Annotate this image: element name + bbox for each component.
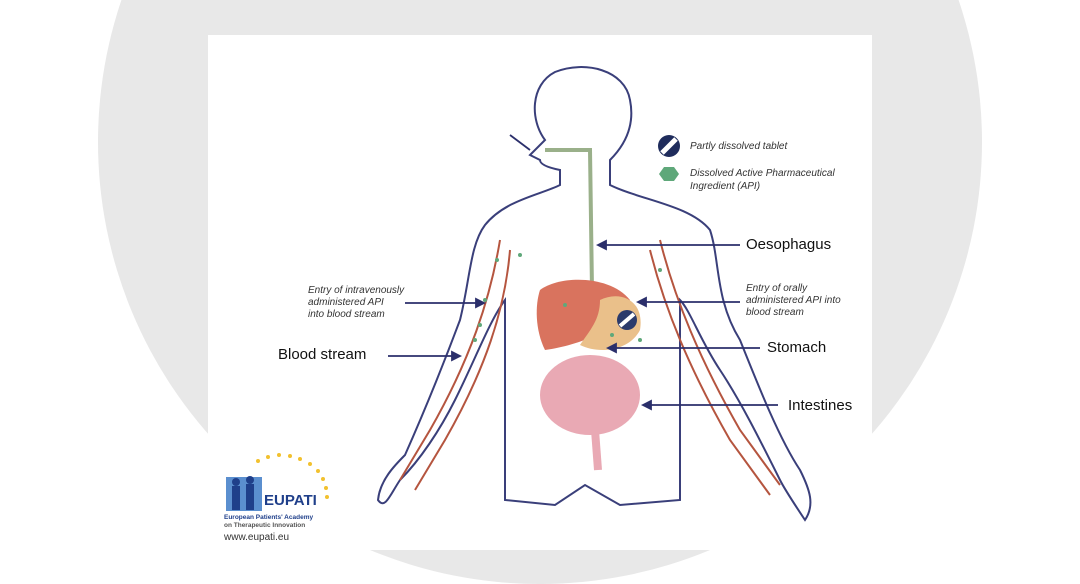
- label-oral-entry-line: administered API into: [746, 295, 841, 306]
- label-blood-stream: Blood stream: [278, 346, 367, 363]
- rectum: [591, 429, 602, 471]
- body-outline: [376, 66, 812, 522]
- label-intestines: Intestines: [788, 397, 853, 414]
- label-oral-entry: Entry of orally administered API into bl…: [746, 283, 841, 319]
- label-iv-entry-line: Entry of intravenously: [308, 285, 405, 296]
- liver: [536, 279, 630, 350]
- legend-api-label-1: Dissolved Active Pharmaceutical: [690, 168, 835, 179]
- label-oral-entry-line: Entry of orally: [746, 283, 808, 294]
- legend-tablet-label: Partly dissolved tablet: [690, 141, 788, 152]
- logo-name: EUPATI: [264, 492, 317, 509]
- label-iv-entry-line: into blood stream: [308, 309, 385, 320]
- api-legend-icon: [659, 167, 679, 181]
- intestines: [540, 355, 640, 435]
- stomach: [580, 296, 641, 350]
- tablet-legend-icon: [658, 135, 680, 157]
- legend-api-label-2: Ingredient (API): [690, 181, 761, 192]
- label-oesophagus: Oesophagus: [746, 236, 832, 253]
- tablet-icon: [617, 310, 637, 330]
- label-stomach: Stomach: [767, 339, 827, 356]
- logo-line-1: European Patients' Academy: [224, 514, 314, 521]
- label-iv-entry: Entry of intravenously administered API …: [308, 285, 404, 321]
- api-dots: [473, 253, 662, 342]
- pointer-arrows: [388, 134, 778, 411]
- logo-line-2: on Therapeutic Innovation: [224, 522, 306, 529]
- label-iv-entry-line: administered API: [308, 297, 384, 308]
- label-oral-entry-line: blood stream: [746, 307, 804, 318]
- oesophagus-tube: [545, 148, 594, 291]
- eupati-logo-graphic: [226, 453, 329, 511]
- logo-url[interactable]: www.eupati.eu: [224, 532, 290, 543]
